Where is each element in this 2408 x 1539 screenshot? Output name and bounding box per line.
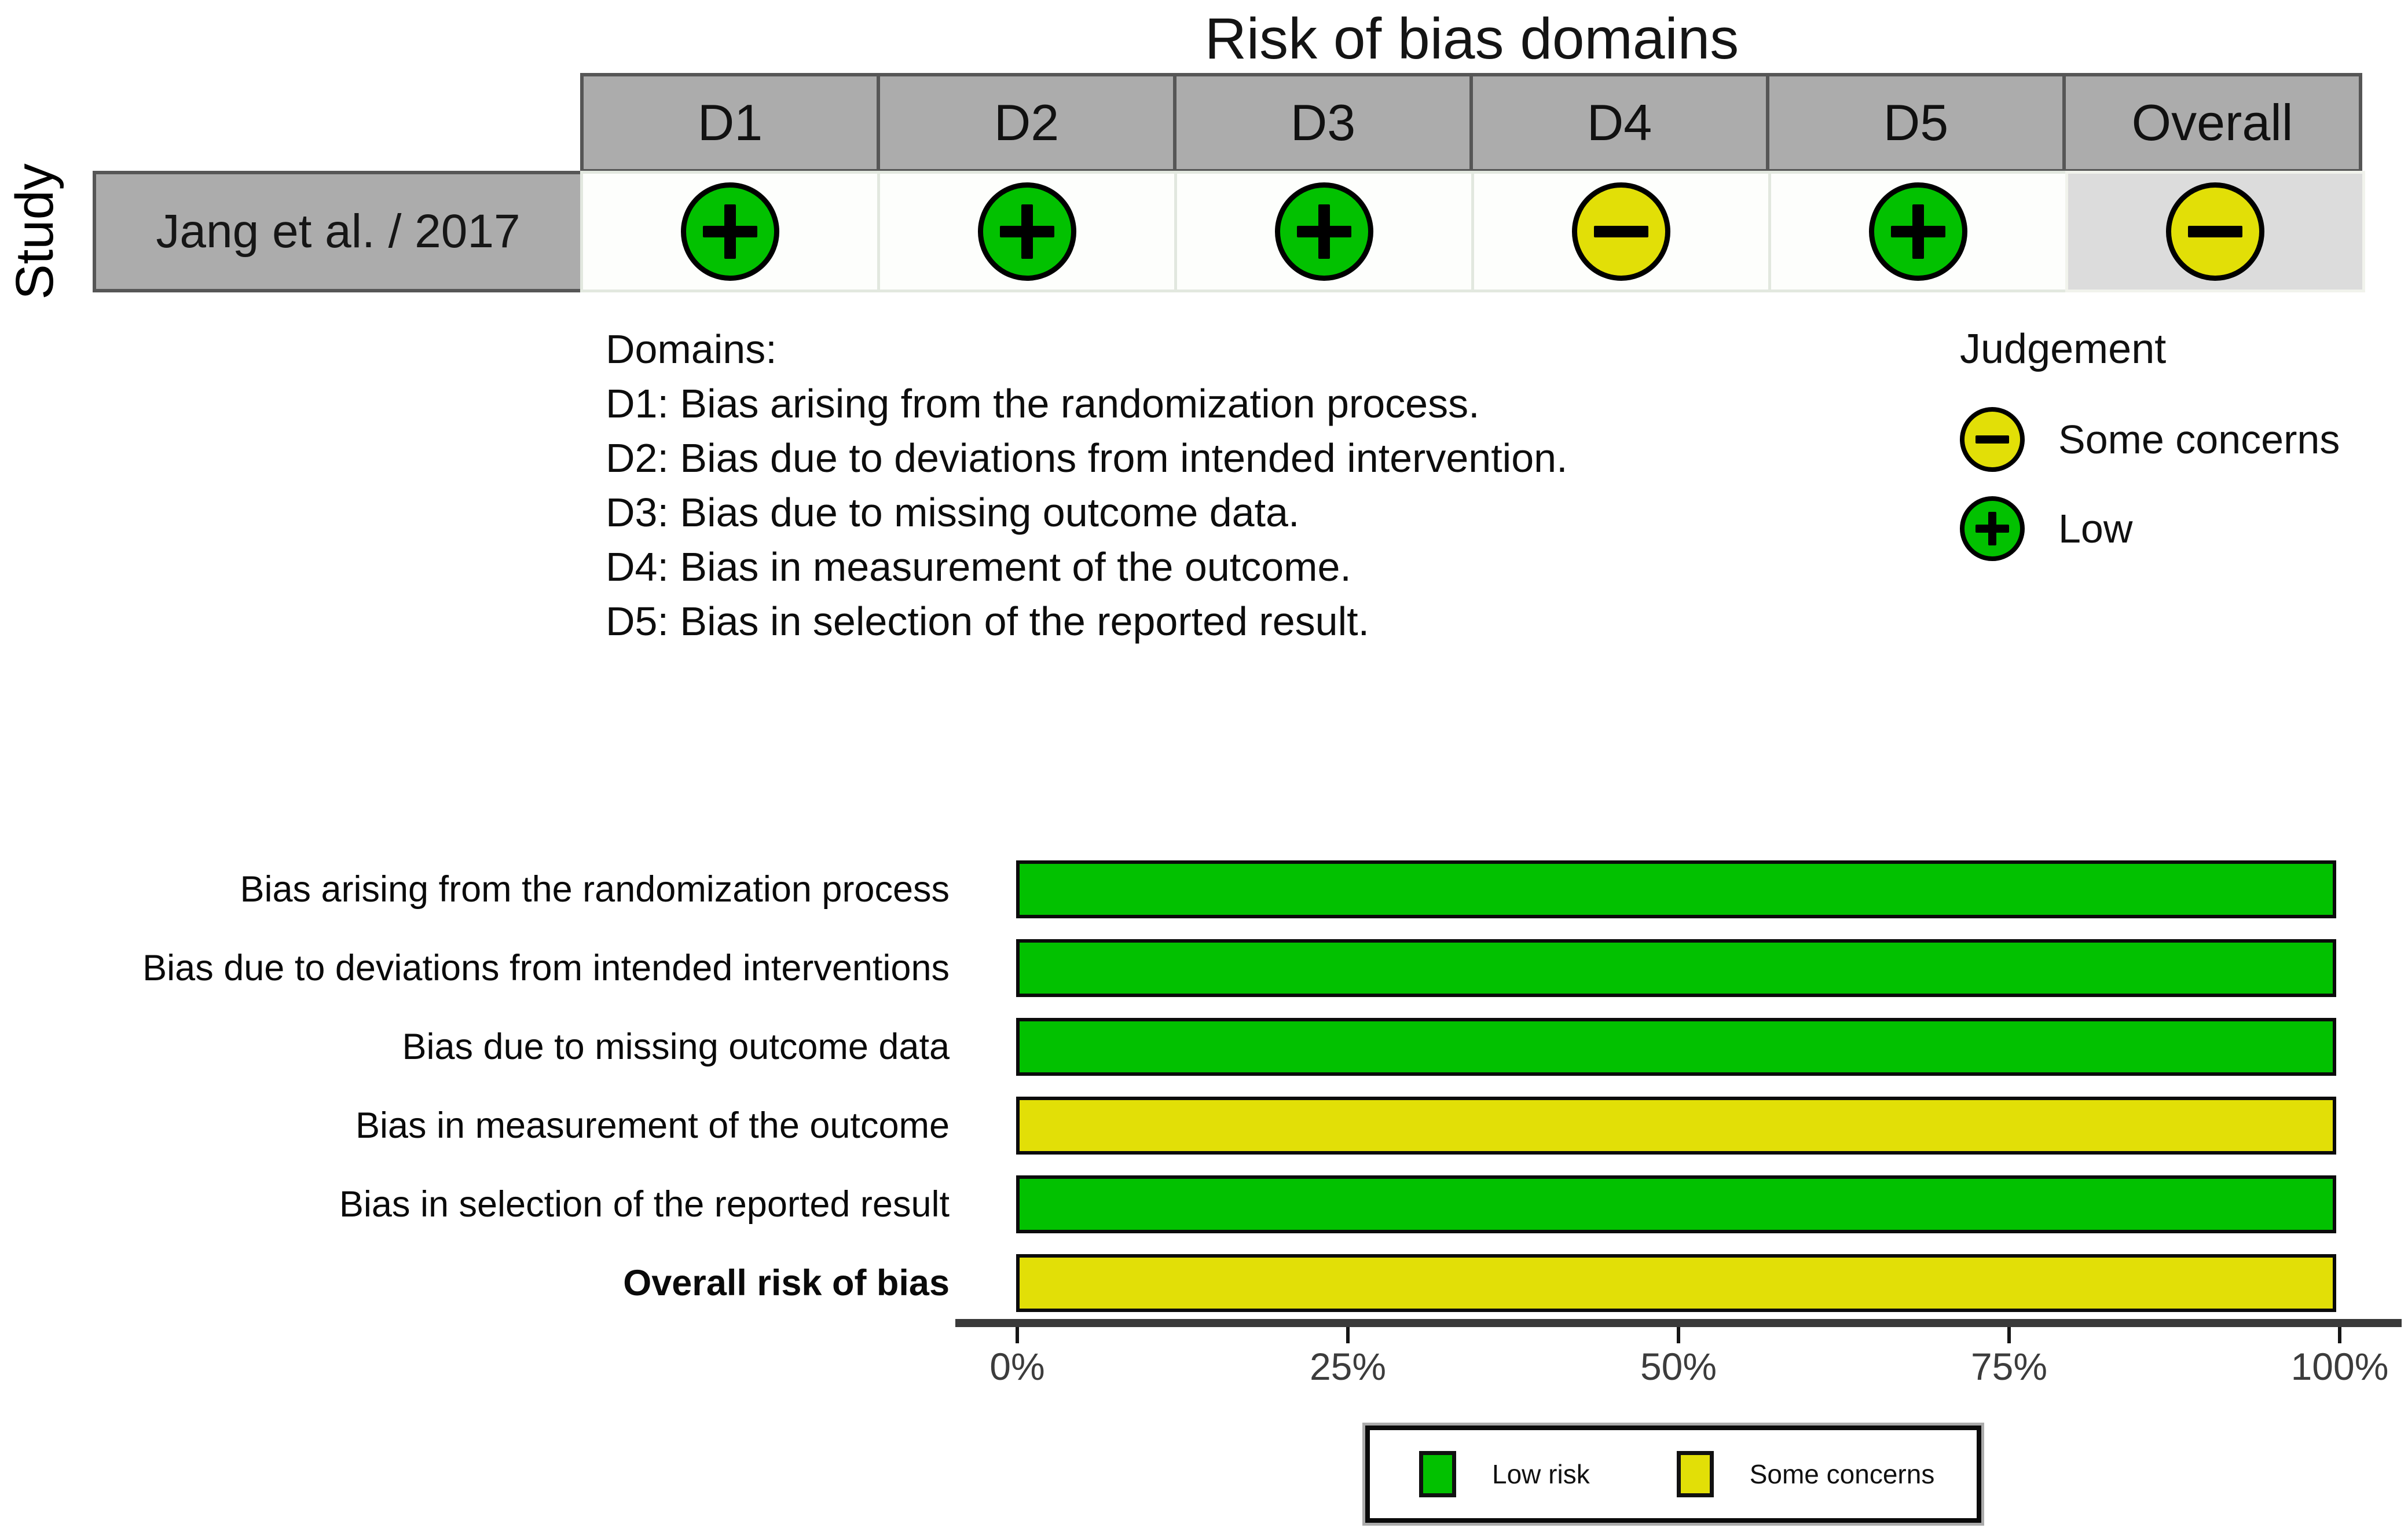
judgement-traffic-light-icon	[1275, 182, 1373, 281]
bar-row: Bias due to missing outcome data	[0, 1014, 2336, 1079]
x-axis-tick-label: 0%	[989, 1345, 1045, 1388]
domains-note-line: D5: Bias in selection of the reported re…	[606, 599, 1370, 644]
x-axis-tick-label: 75%	[1970, 1345, 2048, 1388]
judgement-cell-overall	[2065, 171, 2365, 292]
risk-bar	[1016, 939, 2336, 997]
x-axis-line	[955, 1319, 2402, 1327]
low-risk-plus-icon	[1960, 496, 2025, 561]
x-axis-tick	[1346, 1327, 1350, 1343]
domain-column-header-d4: D4	[1469, 73, 1769, 173]
some-concerns-minus-icon	[1960, 407, 2025, 472]
domain-column-header-d1: D1	[580, 73, 880, 173]
judgement-traffic-light-icon	[1572, 182, 1670, 281]
judgement-cell-d2	[877, 171, 1177, 292]
judgement-legend-item: Low	[1960, 496, 2340, 562]
x-axis-tick-label: 50%	[1640, 1345, 1717, 1388]
x-axis-tick-label: 100%	[2290, 1345, 2389, 1388]
judgement-traffic-light-icon	[681, 182, 779, 281]
judgement-cell-d3	[1174, 171, 1474, 292]
chart-legend-label: Low risk	[1492, 1459, 1590, 1489]
low-risk-swatch-icon	[1419, 1451, 1456, 1497]
x-axis-tick	[1677, 1327, 1680, 1343]
domains-note-line: D3: Bias due to missing outcome data.	[606, 490, 1300, 535]
risk-bar	[1016, 1254, 2336, 1312]
bar-row: Bias due to deviations from intended int…	[0, 936, 2336, 1001]
bar-row: Bias arising from the randomization proc…	[0, 857, 2336, 922]
judgement-traffic-light-icon	[2166, 182, 2264, 281]
bar-row: Overall risk of bias	[0, 1251, 2336, 1316]
study-judgement-row	[580, 171, 2365, 292]
bar-category-label: Bias due to deviations from intended int…	[142, 948, 950, 988]
bar-category-label: Bias due to missing outcome data	[402, 1027, 950, 1067]
bar-category-label: Bias arising from the randomization proc…	[240, 869, 950, 910]
risk-bar	[1016, 1097, 2336, 1155]
some-concerns-swatch-icon	[1676, 1451, 1714, 1497]
bar-row: Bias in selection of the reported result	[0, 1172, 2336, 1237]
bar-category-label: Bias in selection of the reported result	[339, 1184, 950, 1225]
domains-note-heading: Domains:	[606, 327, 777, 372]
study-name-cell: Jang et al. / 2017	[93, 171, 584, 292]
x-axis-tick	[1016, 1327, 1019, 1343]
bar-category-label-overall: Overall risk of bias	[623, 1263, 950, 1303]
judgement-legend-label: Low	[2058, 506, 2133, 551]
chart-legend-item: Some concerns	[1676, 1451, 1935, 1497]
chart-legend: Low risk Some concerns	[1362, 1423, 1984, 1526]
x-axis-tick	[2338, 1327, 2341, 1343]
study-axis-label: Study	[5, 163, 64, 300]
domains-note-line: D1: Bias arising from the randomization …	[606, 381, 1480, 426]
risk-bar	[1016, 860, 2336, 918]
domain-column-header-d5: D5	[1766, 73, 2066, 173]
judgement-traffic-light-icon	[978, 182, 1076, 281]
bar-row: Bias in measurement of the outcome	[0, 1093, 2336, 1158]
judgement-cell-d1	[580, 171, 880, 292]
x-axis-tick	[2007, 1327, 2011, 1343]
risk-bar	[1016, 1175, 2336, 1233]
judgement-cell-d5	[1768, 171, 2068, 292]
risk-bar	[1016, 1018, 2336, 1076]
judgement-legend: Judgement Some concerns Low	[1960, 325, 2340, 562]
domain-column-header-overall: Overall	[2062, 73, 2362, 173]
x-axis-tick-label: 25%	[1309, 1345, 1387, 1388]
domain-column-header-d2: D2	[877, 73, 1176, 173]
judgement-legend-item: Some concerns	[1960, 406, 2340, 472]
judgement-cell-d4	[1471, 171, 1771, 292]
domain-column-header-d3: D3	[1173, 73, 1473, 173]
figure-title: Risk of bias domains	[1204, 6, 1739, 71]
domains-note-line: D4: Bias in measurement of the outcome.	[606, 544, 1351, 589]
judgement-legend-title: Judgement	[1960, 326, 2167, 372]
judgement-traffic-light-icon	[1869, 182, 1967, 281]
domain-header-row: D1 D2 D3 D4 D5 Overall	[580, 73, 2362, 173]
chart-legend-label: Some concerns	[1749, 1459, 1935, 1489]
domains-note: Domains: D1: Bias arising from the rando…	[606, 322, 1568, 648]
bar-category-label: Bias in measurement of the outcome	[355, 1105, 950, 1146]
judgement-legend-label: Some concerns	[2058, 417, 2340, 462]
chart-legend-item: Low risk	[1419, 1451, 1590, 1497]
domains-note-line: D2: Bias due to deviations from intended…	[606, 435, 1568, 481]
